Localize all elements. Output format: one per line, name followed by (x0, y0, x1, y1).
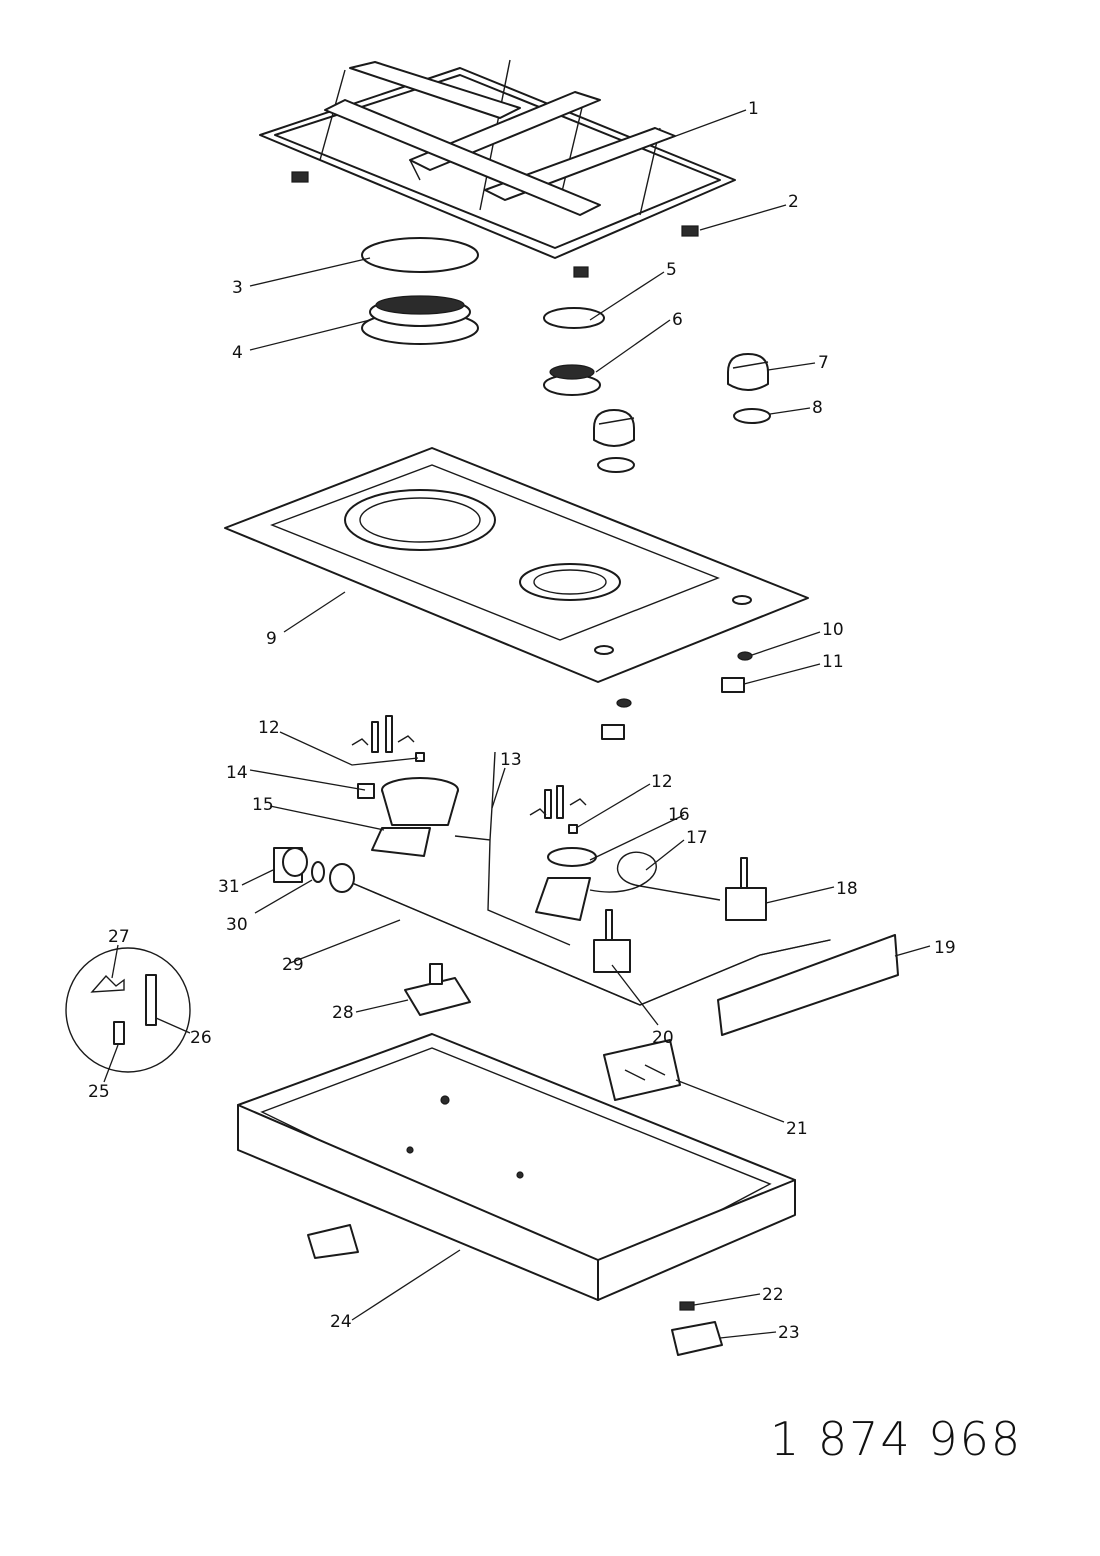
fixing-nut (737, 651, 753, 661)
manifold-end-nut (329, 863, 355, 893)
callout-17: 17 (686, 828, 708, 848)
inlet-elbow (273, 847, 308, 883)
callout-23: 23 (778, 1323, 800, 1343)
bottom-casing (237, 1033, 796, 1301)
callout-5: 5 (666, 260, 677, 280)
fixing-clip-rear (601, 724, 625, 740)
rear-bracket (717, 934, 899, 1036)
callout-12-left: 12 (258, 718, 280, 738)
large-burner-head (361, 295, 479, 345)
gas-tap-right (725, 857, 767, 921)
control-knob-front (593, 409, 635, 447)
gas-tap-left (593, 909, 631, 973)
callout-labels: 1 2 3 4 5 6 7 8 9 10 11 12 12 13 14 15 1… (88, 99, 956, 1343)
small-burner-head (543, 364, 601, 396)
callout-30: 30 (226, 915, 248, 935)
callout-15: 15 (252, 795, 274, 815)
ignition-module (404, 963, 471, 1016)
callout-7: 7 (818, 353, 829, 373)
small-burner-base (535, 847, 597, 921)
callout-2: 2 (788, 192, 799, 212)
callout-16: 16 (668, 805, 690, 825)
callout-13: 13 (500, 750, 522, 770)
electrical-connector (603, 1039, 681, 1101)
leader-lines (103, 109, 931, 1339)
callout-31: 31 (218, 877, 240, 897)
electrode-set-left (351, 715, 425, 762)
hob-top-plate (224, 447, 809, 683)
large-burner-base (357, 777, 459, 857)
callout-29: 29 (282, 955, 304, 975)
callout-14: 14 (226, 763, 248, 783)
callout-26: 26 (190, 1028, 212, 1048)
callout-3: 3 (232, 278, 243, 298)
foot-clip (679, 1301, 695, 1311)
large-burner-cap (361, 237, 479, 273)
callout-19: 19 (934, 938, 956, 958)
fixing-clip (721, 677, 745, 693)
foot-rear (307, 1224, 359, 1259)
burner-feed-pipe (589, 851, 721, 901)
callout-21: 21 (786, 1119, 808, 1139)
callout-28: 28 (332, 1003, 354, 1023)
callout-22: 22 (762, 1285, 784, 1305)
callout-9: 9 (266, 629, 277, 649)
small-burner-cap (543, 307, 605, 329)
callout-24: 24 (330, 1312, 352, 1332)
callout-20: 20 (652, 1028, 674, 1048)
knob-ring-front (597, 457, 635, 473)
callout-8: 8 (812, 398, 823, 418)
inlet-seal (311, 861, 325, 883)
electrode-set-right (529, 785, 587, 834)
gas-pipe (454, 751, 571, 946)
knob-ring (733, 408, 771, 424)
callout-18: 18 (836, 879, 858, 899)
control-knob (727, 353, 769, 391)
foot (671, 1321, 723, 1356)
callout-12-right: 12 (651, 772, 673, 792)
callout-10: 10 (822, 620, 844, 640)
pan-support-grid (259, 59, 736, 278)
document-number: 1 874 968 (770, 1412, 1023, 1466)
detail-circle (65, 947, 191, 1073)
fixing-nut-rear (616, 698, 632, 708)
callout-1: 1 (748, 99, 759, 119)
callout-27: 27 (108, 927, 130, 947)
callout-6: 6 (672, 310, 683, 330)
callout-11: 11 (822, 652, 844, 672)
callout-4: 4 (232, 343, 243, 363)
callout-25: 25 (88, 1082, 110, 1102)
